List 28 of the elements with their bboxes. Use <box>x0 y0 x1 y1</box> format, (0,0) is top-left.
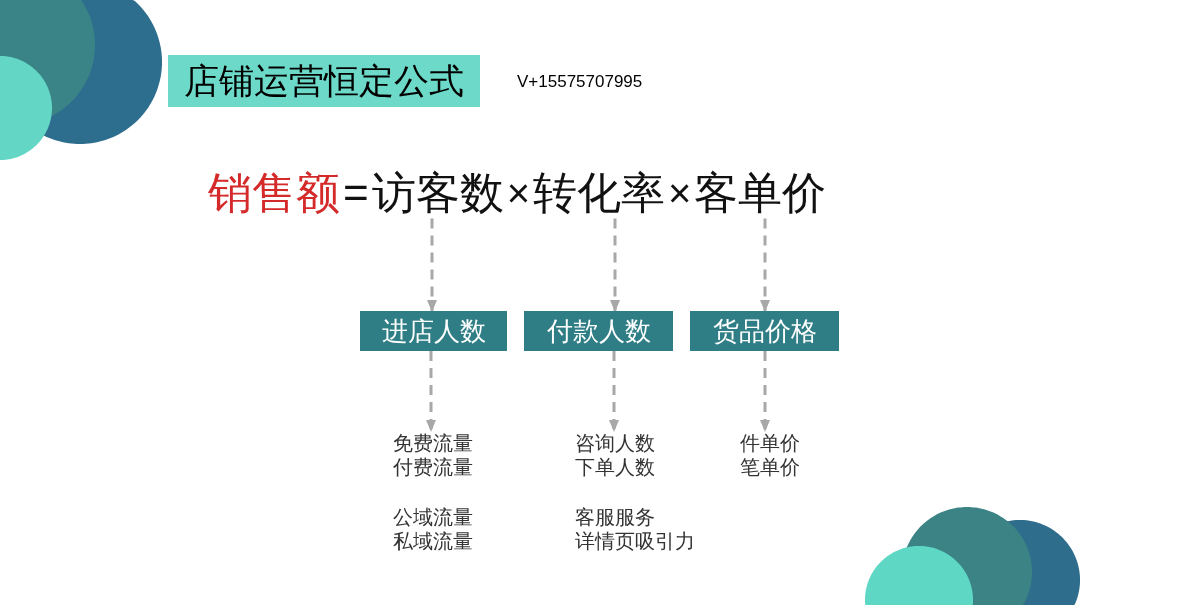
list-item: 下单人数 <box>575 455 655 479</box>
contact-text: V+15575707995 <box>517 71 643 93</box>
formula-term: 销售额 <box>208 168 340 219</box>
dashed-arrow <box>427 218 437 312</box>
list-item: 详情页吸引力 <box>575 529 695 553</box>
category-box: 货品价格 <box>690 311 839 351</box>
multiply-sign: × <box>505 170 532 217</box>
category-box: 付款人数 <box>524 311 673 351</box>
list-item: 付费流量 <box>393 455 473 479</box>
dashed-arrow <box>609 351 619 432</box>
dashed-arrow <box>610 218 620 312</box>
list-item: 客服服务 <box>575 505 655 529</box>
equals-sign: = <box>342 168 370 219</box>
title-banner: 店铺运营恒定公式 <box>168 55 480 107</box>
formula-term: 转化率 <box>533 168 666 219</box>
list-item: 笔单价 <box>740 455 800 479</box>
list-item: 件单价 <box>740 431 800 455</box>
list-item: 咨询人数 <box>575 431 655 455</box>
category-box: 进店人数 <box>360 311 507 351</box>
dashed-arrow <box>760 351 770 432</box>
list-item: 私域流量 <box>393 529 473 553</box>
list-item: 免费流量 <box>393 431 473 455</box>
list-item: 公域流量 <box>393 505 473 529</box>
dashed-arrow <box>760 218 770 312</box>
multiply-sign: × <box>667 170 693 217</box>
dashed-arrow <box>426 351 436 432</box>
formula-term: 客单价 <box>694 168 827 219</box>
formula-term: 访客数 <box>371 168 504 219</box>
